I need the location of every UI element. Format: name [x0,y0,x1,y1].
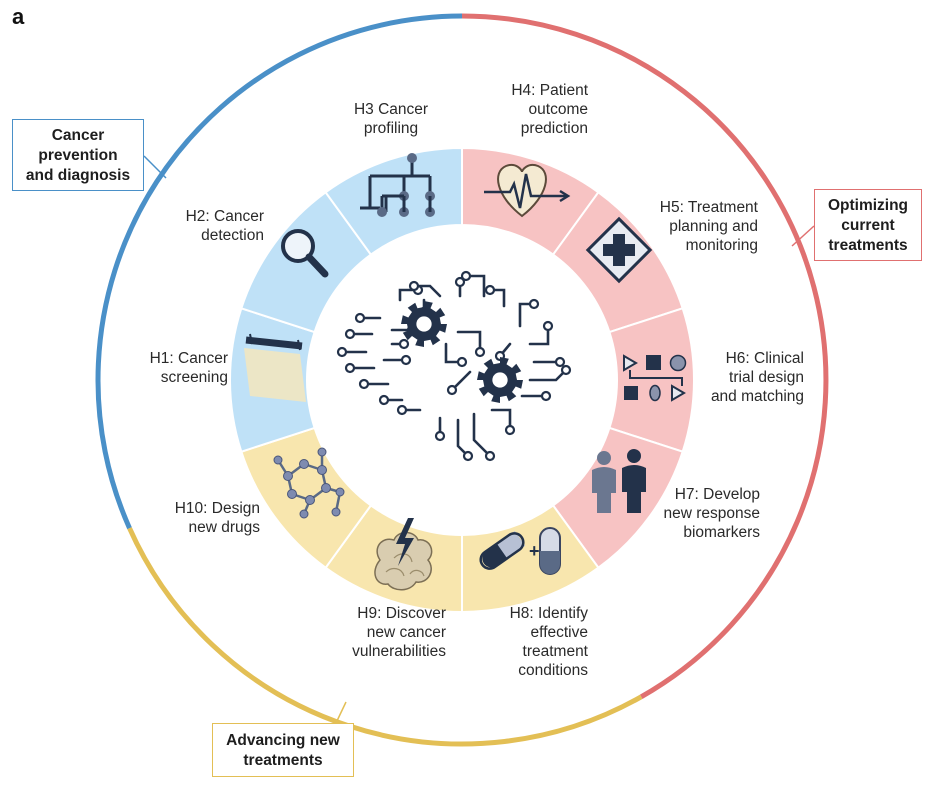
category-connectors [143,155,815,724]
optimizing-arc [461,13,829,699]
segment-icons: + [244,153,687,591]
pills-icon: + [479,527,561,575]
medical-cross-icon [585,216,653,284]
molecule-icon [273,447,345,519]
tumor-bolt-icon [374,518,433,591]
magnifier-icon [281,229,329,278]
microscope-slide-icon [244,333,306,402]
shapes-matching-icon [623,354,687,402]
heartbeat-icon [484,163,571,218]
prevention-arc [95,13,463,530]
ai-brain-gears-icon [336,270,572,462]
svg-text:+: + [529,541,540,561]
people-icon [592,449,646,513]
tree-hierarchy-icon [360,153,435,217]
panel-letter: a [12,4,25,29]
